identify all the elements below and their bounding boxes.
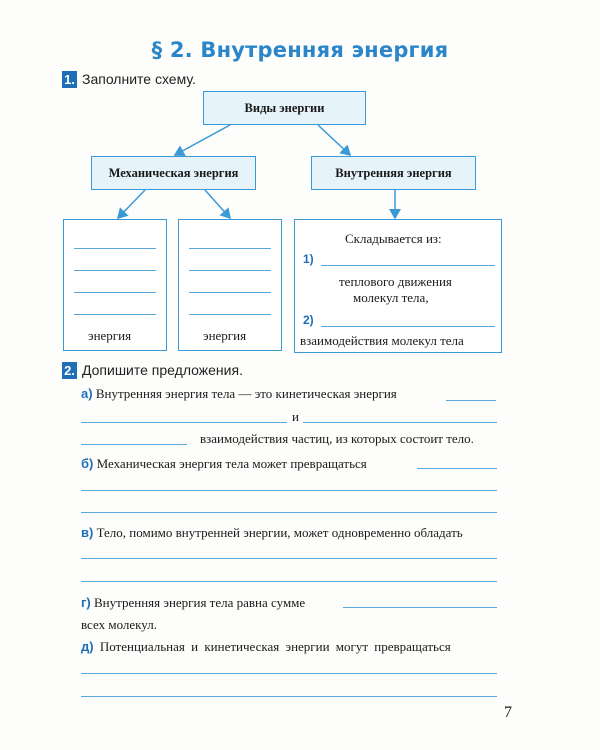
scheme-internal-composition-box: Складывается из: 1) теплового движения м… <box>294 219 502 353</box>
sentence-d-letter: д) <box>81 639 94 654</box>
box-2-label: энергия <box>203 328 247 343</box>
answer-line[interactable] <box>81 512 497 513</box>
composition-intro: Складывается из: <box>345 231 442 246</box>
scheme-mechanical-type-box-2: энергия <box>178 219 282 351</box>
sentence-a-and: и <box>292 409 299 424</box>
sentence-g-end: всех молекул. <box>81 617 157 632</box>
answer-line[interactable] <box>81 490 497 491</box>
answer-line[interactable] <box>74 270 156 271</box>
sentence-v-letter: в) <box>81 525 94 540</box>
answer-line[interactable] <box>189 314 271 315</box>
sentence-b-text: Механическая энергия тела может превраща… <box>96 456 367 471</box>
answer-line[interactable] <box>74 248 156 249</box>
sentence-d-text: Потенциальная и кинетическая энергии мог… <box>99 639 451 654</box>
answer-line[interactable] <box>74 314 156 315</box>
answer-line[interactable] <box>343 607 497 608</box>
sentence-b-letter: б) <box>81 456 94 471</box>
item-2-number: 2) <box>303 313 314 327</box>
answer-line[interactable] <box>417 468 497 469</box>
scheme-internal-label: Внутренняя энергия <box>335 165 452 180</box>
answer-line[interactable] <box>81 422 287 423</box>
task-1-number: 1. <box>62 70 77 88</box>
task-2-instruction: Допишите предложения. <box>82 362 243 379</box>
item-1-text-line2: молекул тела, <box>353 290 429 305</box>
answer-line[interactable] <box>189 292 271 293</box>
sentence-g-text: Внутренняя энергия тела равна сумме <box>94 595 306 610</box>
answer-line[interactable] <box>321 265 495 266</box>
scheme-root-label: Виды энергии <box>244 100 325 115</box>
page-number: 7 <box>504 704 512 721</box>
answer-line[interactable] <box>189 270 271 271</box>
answer-line[interactable] <box>74 292 156 293</box>
sentence-v: в) Тело, помимо внутренней энергии, може… <box>81 525 463 541</box>
answer-line[interactable] <box>189 248 271 249</box>
scheme-mechanical-box: Механическая энергия <box>91 156 256 190</box>
answer-line[interactable] <box>303 422 497 423</box>
answer-line[interactable] <box>446 400 496 401</box>
answer-line[interactable] <box>81 444 187 445</box>
answer-line[interactable] <box>81 673 497 674</box>
scheme-mechanical-type-box-1: энергия <box>63 219 167 351</box>
task-2-number: 2. <box>62 361 77 379</box>
item-2-text: взаимодействия молекул тела <box>300 333 464 348</box>
sentence-a-end: взаимодействия частиц, из которых состои… <box>200 431 474 446</box>
task-1-instruction: Заполните схему. <box>82 71 196 88</box>
sentence-v-text: Тело, помимо внутренней энергии, может о… <box>96 525 463 540</box>
arrow-mechanical-to-box2 <box>204 189 231 220</box>
task-1-heading: 1. Заполните схему. <box>62 70 196 88</box>
task-2-heading: 2. Допишите предложения. <box>62 361 243 379</box>
sentence-d: д) Потенциальная и кинетическая энергии … <box>81 639 451 655</box>
arrow-root-to-internal <box>317 124 352 157</box>
answer-line[interactable] <box>81 696 497 697</box>
sentence-a-letter: а) <box>81 386 93 401</box>
arrow-root-to-mechanical <box>173 124 231 156</box>
item-1-text-line1: теплового движения <box>339 274 452 289</box>
arrow-mechanical-to-box1 <box>116 189 146 220</box>
sentence-b: б) Механическая энергия тела может превр… <box>81 456 367 472</box>
sentence-a-text: Внутренняя энергия тела — это кинетическ… <box>95 386 397 401</box>
sentence-a: а) Внутренняя энергия тела — это кинетич… <box>81 386 397 402</box>
item-1-number: 1) <box>303 252 314 266</box>
scheme-mechanical-label: Механическая энергия <box>108 165 239 180</box>
box-1-label: энергия <box>88 328 132 343</box>
scheme-internal-box: Внутренняя энергия <box>311 156 476 190</box>
answer-line[interactable] <box>81 581 497 582</box>
sentence-g: г) Внутренняя энергия тела равна сумме <box>81 595 305 611</box>
sentence-g-letter: г) <box>81 595 91 610</box>
answer-line[interactable] <box>81 558 497 559</box>
page-title: § 2. Внутренняя энергия <box>151 38 449 62</box>
answer-line[interactable] <box>321 326 495 327</box>
scheme-root-box: Виды энергии <box>203 91 366 125</box>
